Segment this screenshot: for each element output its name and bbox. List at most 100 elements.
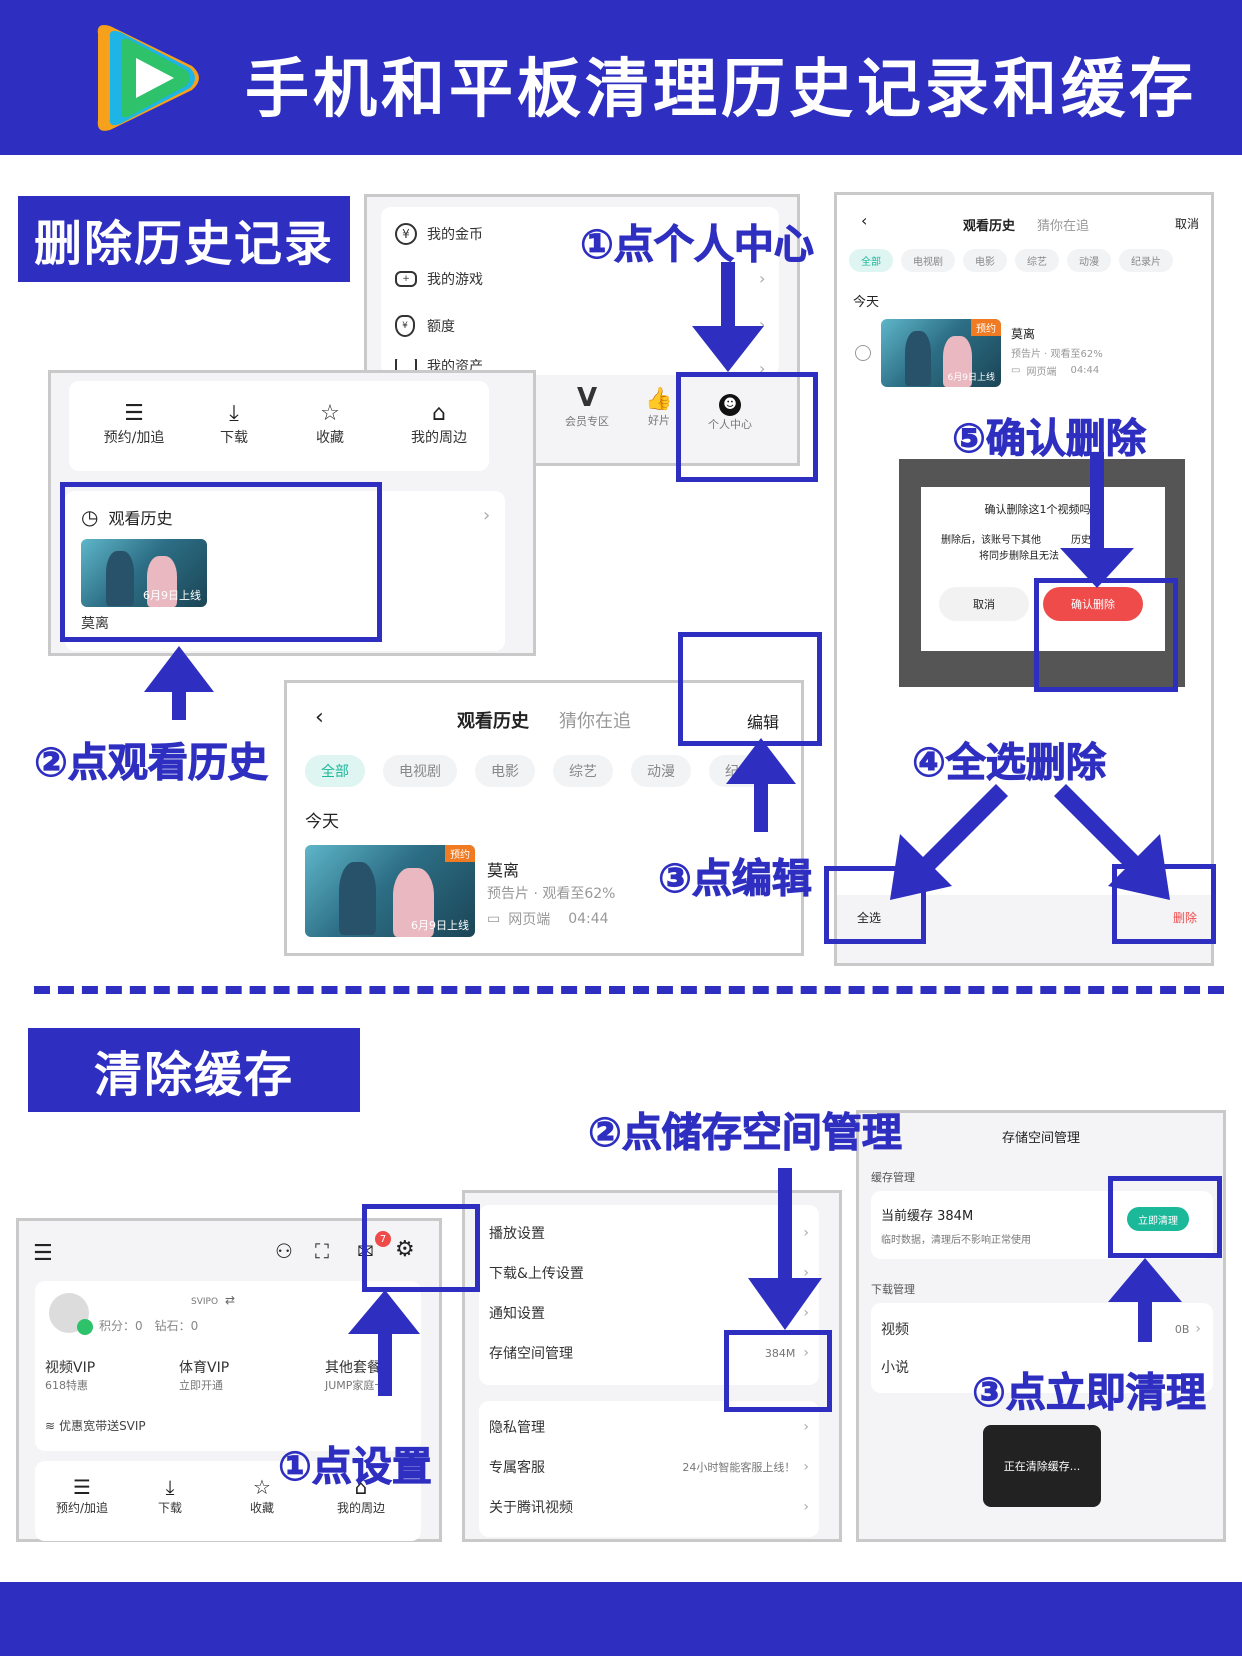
chevron-right-icon: ›: [759, 269, 766, 288]
clean-now-button[interactable]: 立即清理: [1127, 1207, 1189, 1231]
chip-tv[interactable]: 电视剧: [383, 755, 457, 787]
v-icon: V: [576, 383, 598, 413]
history-item-meta: 预告片 · 观看至62%: [1011, 349, 1103, 360]
chip-all[interactable]: 全部: [305, 755, 365, 787]
swap-icon[interactable]: ⇄: [225, 1293, 236, 1307]
dialog-body-line2: 将同步删除且无法: [979, 551, 1059, 562]
list-check-icon: ☰: [124, 401, 144, 426]
chip-movie[interactable]: 电影: [475, 755, 535, 787]
setting-customer-service[interactable]: 专属客服 24小时智能客服上线！›: [489, 1459, 809, 1476]
perk-video-vip[interactable]: 视频VIP 618特惠: [45, 1360, 96, 1392]
star-icon: ☆: [253, 1475, 271, 1499]
chevron-right-icon: ›: [803, 1265, 809, 1281]
scan-icon[interactable]: ⛶: [315, 1239, 329, 1263]
chevron-right-icon: ›: [759, 315, 766, 334]
coin-icon: ¥: [395, 223, 417, 245]
shortcut-row: ☰ 预约/加追 ⤓ 下载 ☆ 收藏 ⌂ 我的周边: [69, 381, 489, 471]
chip-anime[interactable]: 动漫: [631, 755, 691, 787]
tab-vip-zone[interactable]: V 会员专区: [537, 383, 637, 429]
confirm-dialog: 确认删除这1个视频吗？ 删除后，该账号下其他 历史 将同步删除且无法 取消 确认…: [921, 487, 1165, 651]
highlight-edit: [678, 632, 822, 746]
perk-other-plans[interactable]: 其他套餐 JUMP家庭卡: [325, 1360, 386, 1392]
highlight-watch-history: [60, 482, 382, 642]
clearing-toast: 正在清除缓存...: [983, 1425, 1101, 1507]
menu-item-coins[interactable]: ¥ 我的金币: [395, 223, 483, 245]
back-icon[interactable]: ‹: [315, 705, 324, 730]
shortcut-favorite[interactable]: ☆ 收藏: [237, 1475, 287, 1516]
chevron-right-icon: ›: [483, 505, 491, 526]
perk-sports-vip[interactable]: 体育VIP 立即开通: [179, 1360, 230, 1392]
setting-download-upload[interactable]: 下载&上传设置›: [489, 1265, 809, 1282]
chevron-right-icon: ›: [803, 1419, 809, 1435]
tab-following[interactable]: 猜你在追: [1037, 219, 1090, 234]
chevron-right-icon: ›: [803, 1345, 809, 1361]
setting-notifications[interactable]: 通知设置›: [489, 1305, 809, 1322]
current-cache: 当前缓存 384M: [881, 1209, 974, 1224]
shortcut-download[interactable]: ⤓ 下载: [209, 401, 259, 447]
chip-anime[interactable]: 动漫: [1067, 249, 1111, 272]
setting-about[interactable]: 关于腾讯视频›: [489, 1499, 809, 1516]
highlight-settings: [362, 1204, 480, 1292]
tab-personal-center[interactable]: ☻ 个人中心: [685, 393, 775, 432]
tab-watch-history[interactable]: 观看历史: [963, 219, 1016, 234]
dialog-confirm-delete-button[interactable]: 确认删除: [1043, 587, 1143, 621]
shortcut-reserve[interactable]: ☰ 预约/加追: [99, 401, 169, 447]
setting-playback[interactable]: 播放设置›: [489, 1225, 809, 1242]
menu-item-games[interactable]: + 我的游戏: [395, 269, 483, 289]
chip-tv[interactable]: 电视剧: [901, 249, 955, 272]
menu-icon[interactable]: ☰: [33, 1241, 53, 1266]
storage-title: 存储空间管理: [1001, 1131, 1080, 1146]
dialog-cancel-button[interactable]: 取消: [939, 587, 1029, 621]
gear-icon[interactable]: ⚙: [395, 1237, 415, 1262]
menu-item-assets[interactable]: 我的资产: [395, 359, 483, 373]
setting-privacy[interactable]: 隐私管理›: [489, 1419, 809, 1436]
history-item-poster[interactable]: 预约 6月9日上线: [881, 319, 1001, 387]
broadband-promo[interactable]: ≋ 优惠宽带送SVIP: [45, 1418, 146, 1434]
chevron-right-icon: ›: [803, 1459, 809, 1475]
shortcut-favorite[interactable]: ☆ 收藏: [305, 401, 355, 447]
tencent-video-logo: [97, 25, 199, 131]
setting-storage-management[interactable]: 存储空间管理 384M›: [489, 1345, 809, 1362]
history-item-device: ▭ 网页端 04:44: [487, 911, 609, 928]
tab-good-films[interactable]: 👍 好片: [629, 387, 689, 428]
back-icon[interactable]: ‹: [861, 211, 868, 230]
shortcut-merch[interactable]: ⌂ 我的周边: [321, 1475, 401, 1516]
chevron-right-icon: ›: [803, 1225, 809, 1241]
section-tag-cache: 清除缓存: [28, 1028, 360, 1112]
history-show-name: 莫离: [81, 616, 109, 632]
shortcut-merch[interactable]: ⌂ 我的周边: [399, 401, 479, 447]
select-all-button[interactable]: 全选: [857, 911, 882, 925]
chip-variety[interactable]: 综艺: [1015, 249, 1059, 272]
wifi-icon: ≋: [45, 1418, 56, 1433]
chip-all[interactable]: 全部: [849, 249, 893, 272]
download-video-row[interactable]: 视频 0B›: [881, 1321, 1201, 1338]
chip-documentary[interactable]: 纪录片: [1119, 249, 1173, 272]
people-icon[interactable]: ⚇: [275, 1239, 293, 1263]
shortcut-download[interactable]: ⤓ 下载: [145, 1475, 195, 1516]
tab-following[interactable]: 猜你在追: [559, 711, 631, 732]
history-poster[interactable]: 6月9日上线: [81, 539, 207, 607]
select-radio[interactable]: [855, 345, 871, 361]
today-label: 今天: [853, 295, 880, 310]
step-select-delete: ④全选删除: [912, 740, 1107, 787]
download-novel-row[interactable]: 小说: [881, 1360, 909, 1376]
delete-button[interactable]: 删除: [1173, 911, 1198, 925]
cancel-edit-button[interactable]: 取消: [1175, 217, 1200, 231]
chip-movie[interactable]: 电影: [963, 249, 1007, 272]
category-chips: 全部 电视剧 电影 综艺 动漫 纪录片: [849, 249, 1209, 272]
step-personal-center: ①点个人中心: [580, 222, 815, 269]
history-item-poster[interactable]: 预约 6月9日上线: [305, 845, 475, 937]
menu-item-quota[interactable]: ¥ 额度: [395, 315, 455, 337]
edit-button[interactable]: 编辑: [747, 713, 780, 732]
step-watch-history: ②点观看历史: [34, 740, 269, 787]
download-icon: ⤓: [165, 1475, 175, 1499]
chip-documentary[interactable]: 纪录: [709, 755, 769, 787]
watch-history-card[interactable]: ◷ 观看历史 › 6月9日上线 莫离: [65, 491, 505, 651]
chip-variety[interactable]: 综艺: [553, 755, 613, 787]
shortcut-reserve[interactable]: ☰ 预约/加追: [47, 1475, 117, 1516]
download-card: 视频 0B› 小说: [871, 1303, 1213, 1393]
tab-watch-history[interactable]: 观看历史: [457, 711, 529, 732]
highlight-delete: [1112, 864, 1216, 944]
history-item-device: ▭ 网页端 04:44: [1011, 365, 1100, 378]
today-label: 今天: [305, 812, 339, 832]
